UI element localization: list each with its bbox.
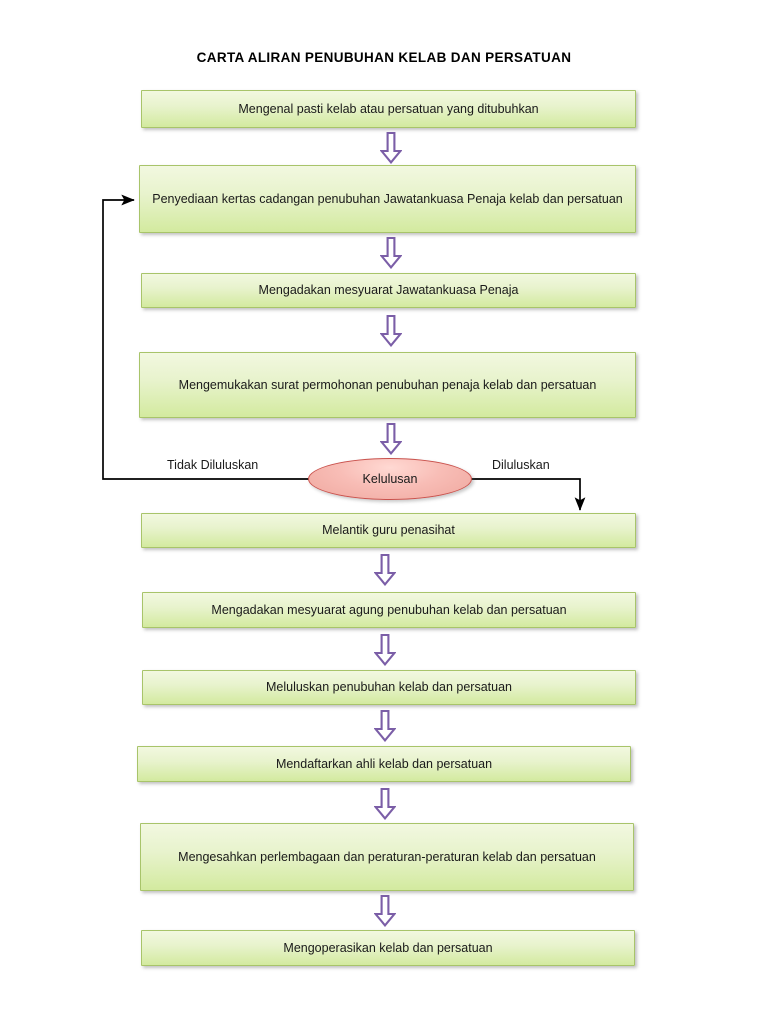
down-block-arrow-icon xyxy=(374,554,396,586)
process-node-identify[interactable]: Mengenal pasti kelab atau persatuan yang… xyxy=(141,90,636,128)
process-node-submit-application[interactable]: Mengemukakan surat permohonan penubuhan … xyxy=(139,352,636,418)
node-label: Mengadakan mesyuarat agung penubuhan kel… xyxy=(211,602,567,617)
edge-label-text: Diluluskan xyxy=(492,458,550,472)
down-block-arrow-icon xyxy=(374,710,396,742)
loop-back-connector xyxy=(102,194,310,480)
decision-approval[interactable]: Kelulusan xyxy=(308,458,472,500)
process-node-ratify-constitution[interactable]: Mengesahkan perlembagaan dan peraturan-p… xyxy=(140,823,634,891)
edge-label-text: Tidak Diluluskan xyxy=(167,458,259,472)
approved-branch-connector xyxy=(470,478,586,511)
down-block-arrow-icon xyxy=(380,237,402,269)
process-node-agm[interactable]: Mengadakan mesyuarat agung penubuhan kel… xyxy=(142,592,636,628)
decision-label: Kelulusan xyxy=(362,472,418,486)
edge-label-approved: Diluluskan xyxy=(492,458,550,472)
node-label: Mengoperasikan kelab dan persatuan xyxy=(283,940,493,955)
node-label: Mengesahkan perlembagaan dan peraturan-p… xyxy=(178,849,596,864)
process-node-approve-establishment[interactable]: Meluluskan penubuhan kelab dan persatuan xyxy=(142,670,636,705)
process-node-prepare-paper[interactable]: Penyediaan kertas cadangan penubuhan Jaw… xyxy=(139,165,636,233)
down-block-arrow-icon xyxy=(374,634,396,666)
node-label: Meluluskan penubuhan kelab dan persatuan xyxy=(265,680,513,694)
process-node-appoint-advisor[interactable]: Melantik guru penasihat xyxy=(141,513,636,548)
node-label: Mengenal pasti kelab atau persatuan yang… xyxy=(238,101,539,116)
process-node-operate-club[interactable]: Mengoperasikan kelab dan persatuan xyxy=(141,930,635,966)
process-node-committee-meeting[interactable]: Mengadakan mesyuarat Jawatankuasa Penaja xyxy=(141,273,636,308)
node-label: Penyediaan kertas cadangan penubuhan Jaw… xyxy=(152,191,623,206)
node-label: Mendaftarkan ahli kelab dan persatuan xyxy=(275,756,493,771)
down-block-arrow-icon xyxy=(380,132,402,164)
down-block-arrow-icon xyxy=(380,423,402,455)
edge-label-rejected: Tidak Diluluskan xyxy=(167,458,258,472)
down-block-arrow-icon xyxy=(374,895,396,927)
down-block-arrow-icon xyxy=(380,315,402,347)
process-node-register-members[interactable]: Mendaftarkan ahli kelab dan persatuan xyxy=(137,746,631,782)
page-title: CARTA ALIRAN PENUBUHAN KELAB DAN PERSATU… xyxy=(196,50,572,65)
node-label: Melantik guru penasihat xyxy=(322,523,455,537)
node-label: Mengemukakan surat permohonan penubuhan … xyxy=(178,377,597,392)
node-label: Mengadakan mesyuarat Jawatankuasa Penaja xyxy=(258,283,519,297)
down-block-arrow-icon xyxy=(374,788,396,820)
